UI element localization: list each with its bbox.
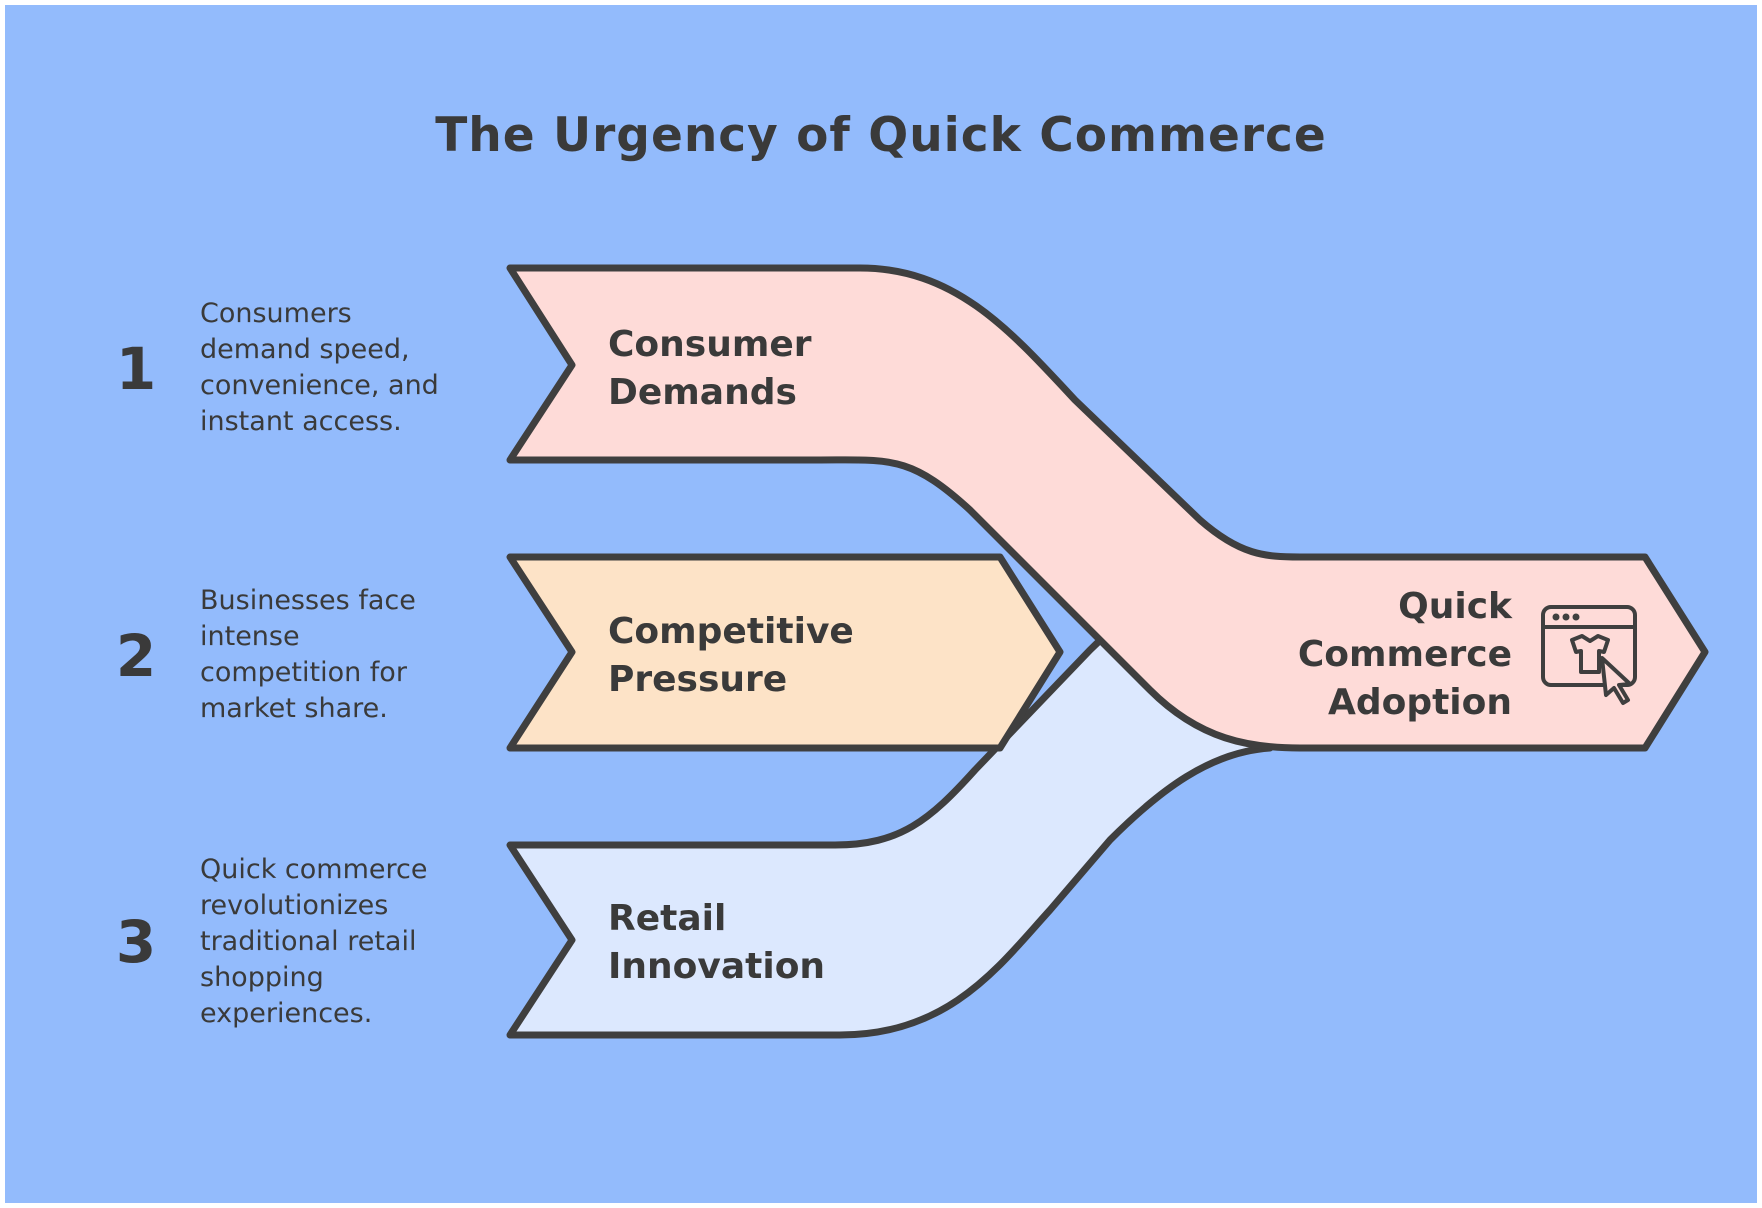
step-number-3: 3 [115, 908, 157, 976]
step-description-3: Quick commerce revolutionizes traditiona… [200, 854, 428, 1029]
step-description-1: Consumers demand speed, convenience, and… [200, 298, 439, 437]
label-competitive-pressure: Competitive Pressure [608, 611, 854, 700]
step-number-1: 1 [115, 335, 157, 403]
online-shopping-icon [1541, 605, 1637, 705]
label-quick-commerce-adoption: Quick Commerce Adoption [1297, 586, 1512, 723]
label-consumer-demands: Consumer Demands [608, 324, 812, 413]
step-number-2: 2 [115, 622, 157, 690]
step-description-2: Businesses face intense competition for … [200, 585, 416, 724]
arrow-consumer-demands [506, 264, 1709, 752]
diagram-title: The Urgency of Quick Commerce [435, 108, 1327, 163]
label-retail-innovation: Retail Innovation [608, 898, 826, 987]
arrow-competitive-pressure [506, 553, 1064, 752]
